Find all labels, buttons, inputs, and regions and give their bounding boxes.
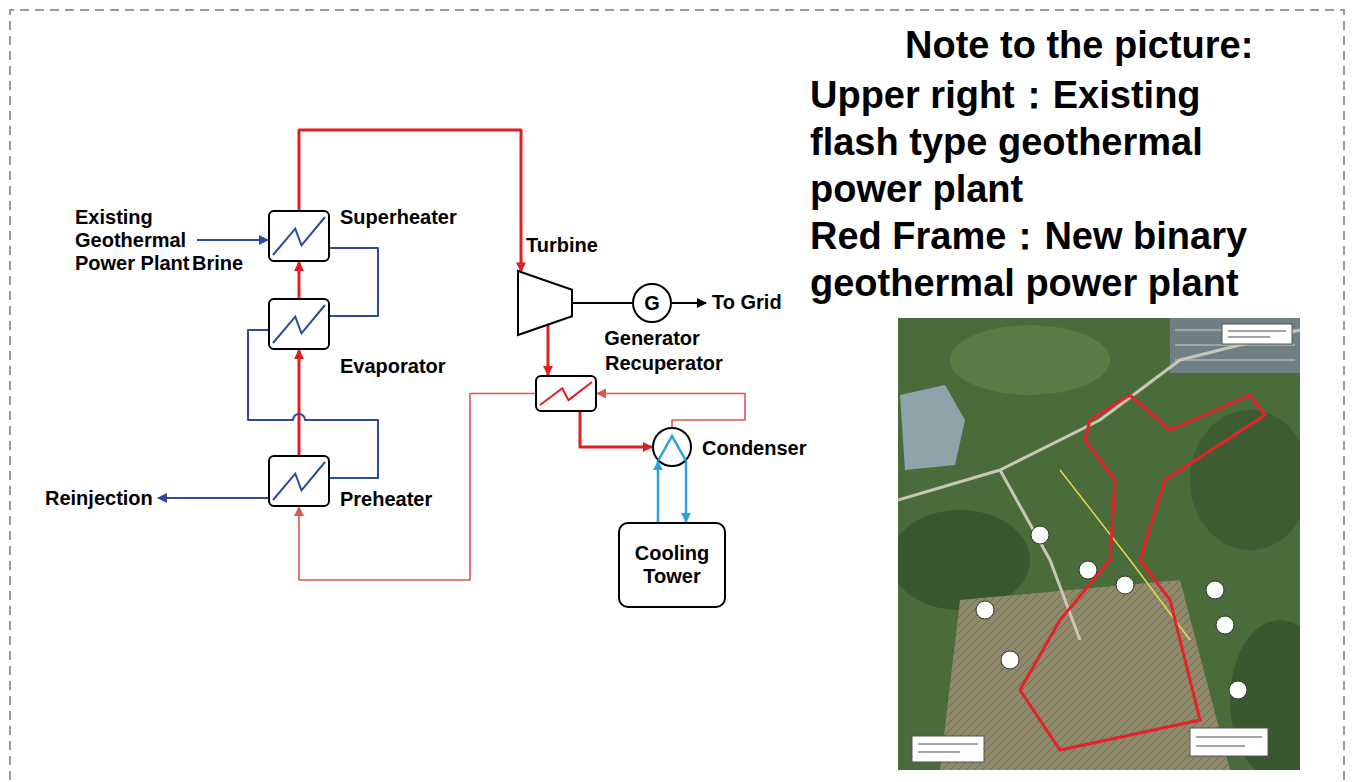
forest-patch — [950, 325, 1110, 395]
exchanger-coil — [273, 217, 325, 255]
component-label: G — [634, 292, 670, 315]
recuperator-box: Recuperator — [535, 375, 597, 412]
tag-lines — [918, 331, 1286, 752]
flow-line — [298, 350, 301, 455]
flow-line — [299, 394, 535, 581]
component-label: Turbine — [526, 234, 598, 257]
well-markers — [976, 526, 1247, 699]
component-label: Preheater — [340, 488, 432, 511]
flow-line — [685, 461, 688, 522]
exchanger-coil — [273, 462, 325, 500]
note-text: Upper right：Existing flash type geotherm… — [810, 72, 1290, 213]
exchanger-symbol — [535, 375, 597, 412]
output-label: To Grid — [712, 291, 782, 314]
component-label: Generator — [604, 327, 700, 350]
turbine-symbol: Turbine — [517, 270, 573, 336]
flow-line — [330, 248, 378, 316]
brine-inlet-arrow — [197, 239, 268, 241]
component-label: Condenser — [702, 437, 806, 460]
pipeline — [1060, 470, 1190, 640]
component-label: Cooling Tower — [620, 542, 724, 588]
flow-line — [573, 302, 632, 304]
evaporator-box: Evaporator — [268, 298, 330, 350]
forest-patch — [1190, 410, 1300, 550]
map-tags — [912, 324, 1292, 762]
note-heading: Note to the picture: — [905, 22, 1253, 69]
exchanger-symbol — [268, 298, 330, 350]
aerial-photo — [898, 318, 1300, 770]
source-label: Existing Geothermal Power Plant — [75, 206, 200, 275]
flow-label: Brine — [192, 252, 243, 275]
flow-label: Reinjection — [45, 487, 153, 510]
dashed-frame — [10, 10, 1344, 780]
flow-line — [298, 262, 301, 298]
condenser-symbol — [652, 427, 692, 467]
road — [1000, 470, 1080, 640]
cooling-tower-box: Cooling Tower — [618, 522, 726, 608]
exchanger-symbol — [268, 455, 330, 507]
reinjection-arrow — [158, 497, 268, 499]
component-label: Recuperator — [605, 352, 723, 375]
exchanger-coil — [540, 382, 592, 405]
pond — [900, 385, 965, 470]
grid-arrow — [672, 302, 706, 304]
generator-circle: GGenerator — [632, 283, 672, 323]
flow-line — [597, 394, 745, 428]
component-label: Evaporator — [340, 355, 446, 378]
superheater-box: Superheater — [268, 210, 330, 262]
preheater-box: Preheater — [268, 455, 330, 507]
flow-line — [580, 412, 652, 447]
condenser-circle: Condenser — [652, 427, 692, 467]
component-label: Superheater — [340, 206, 457, 229]
condenser-coil — [658, 436, 686, 461]
flow-line — [657, 461, 660, 522]
turbine-outline — [517, 270, 573, 336]
exchanger-symbol — [268, 210, 330, 262]
red-frame — [1020, 395, 1265, 750]
turbine-shape — [518, 271, 572, 335]
exchanger-coil — [273, 305, 325, 343]
forest-patch — [898, 510, 1030, 610]
flow-line — [299, 130, 521, 271]
flow-line — [547, 325, 550, 375]
note-text: Red Frame：New binary geothermal power pl… — [810, 213, 1290, 307]
